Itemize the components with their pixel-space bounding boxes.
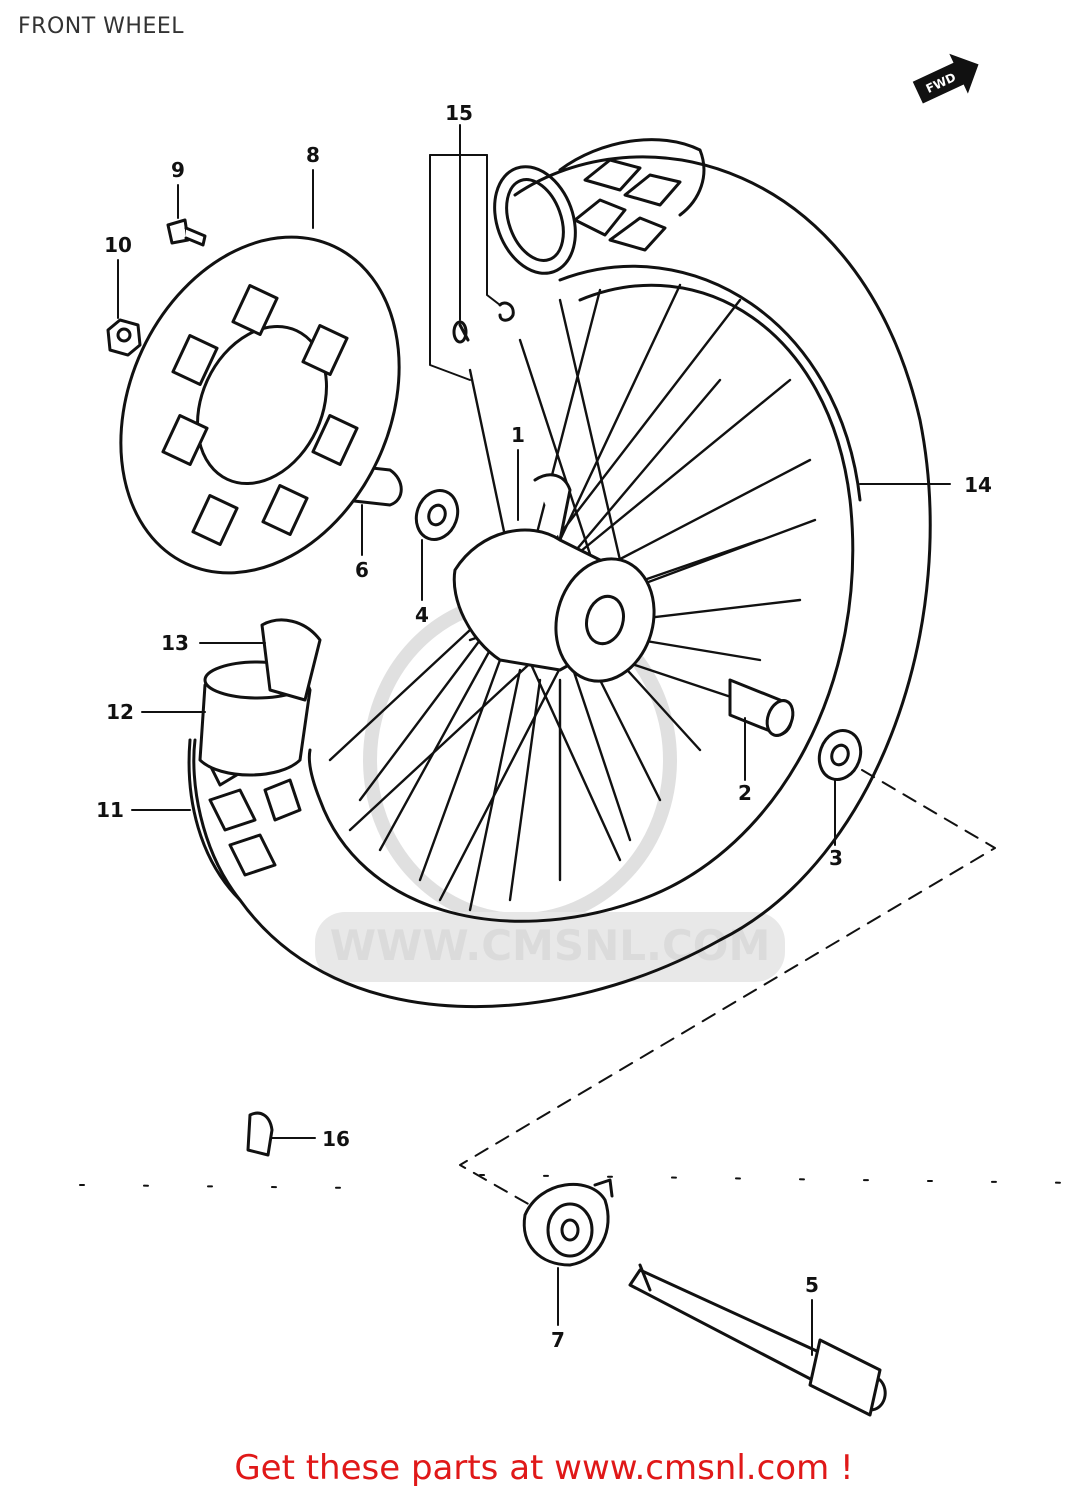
callout-2: 2 [738, 781, 752, 805]
callout-5: 5 [805, 1273, 819, 1297]
forward-arrow-icon: FWD [912, 53, 979, 104]
callout-4: 4 [415, 603, 429, 627]
spoke-set-part-15 [452, 301, 515, 344]
speedo-gearbox-part-7 [522, 1178, 614, 1267]
callout-15: 15 [445, 101, 473, 125]
spacer-part-2 [728, 678, 795, 737]
leader-lines [117, 124, 951, 1356]
brake-disc-part-8 [119, 235, 401, 575]
callout-13: 13 [161, 631, 189, 655]
callout-7: 7 [551, 1328, 565, 1352]
callout-11: 11 [96, 798, 124, 822]
callout-9: 9 [171, 158, 185, 182]
callout-6: 6 [355, 558, 369, 582]
axle-centerline [79, 769, 1081, 1206]
callouts: 1 2 3 4 5 6 7 8 9 10 11 12 13 14 15 16 [96, 101, 992, 1352]
callout-10: 10 [104, 233, 132, 257]
tire-part-14 [187, 138, 932, 1009]
bolt-part-9 [166, 218, 207, 247]
bearing-part-4 [414, 489, 460, 541]
rim-tape-part-13 [260, 618, 322, 702]
clip-part-16 [246, 1111, 274, 1157]
callout-14: 14 [964, 473, 992, 497]
callout-12: 12 [106, 700, 134, 724]
bearing-part-3 [817, 729, 863, 781]
nut-part-10 [106, 318, 142, 357]
callout-16: 16 [322, 1127, 350, 1151]
axle-part-5 [628, 1263, 887, 1417]
footer-shop-link[interactable]: Get these parts at www.cmsnl.com ! [234, 1448, 854, 1488]
callout-8: 8 [306, 143, 320, 167]
callout-3: 3 [829, 846, 843, 870]
page-title: FRONT WHEEL [18, 14, 184, 39]
hub-part-1 [452, 473, 656, 683]
callout-1: 1 [511, 423, 525, 447]
watermark-text: WWW.CMSNL.COM [330, 921, 771, 970]
